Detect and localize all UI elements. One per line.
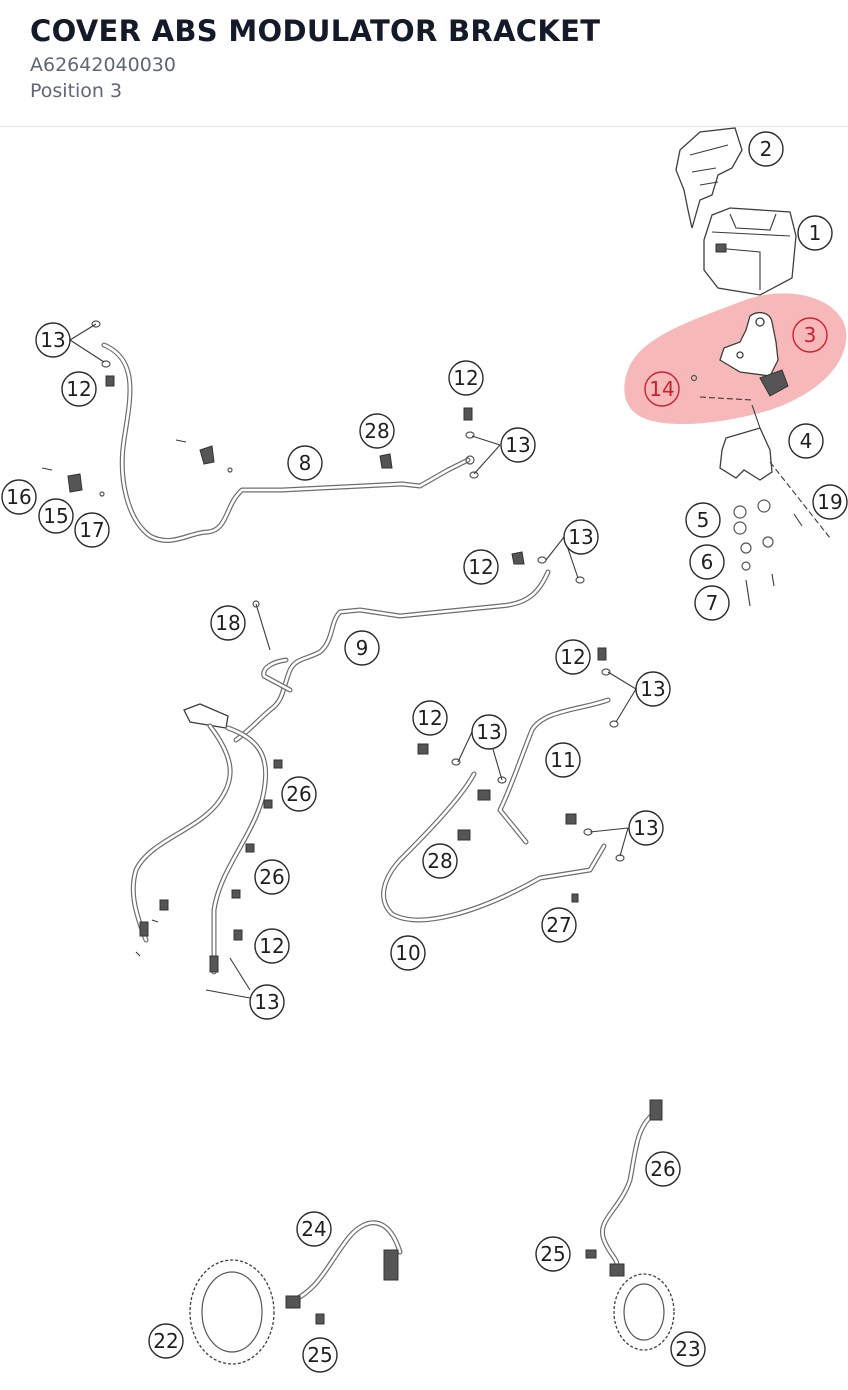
callout-14[interactable]: 14 xyxy=(644,371,680,407)
callout-25a[interactable]: 25 xyxy=(535,1236,571,1272)
svg-text:17: 17 xyxy=(79,518,104,542)
rear-sensor-wheel xyxy=(585,1099,675,1351)
callout-12b[interactable]: 12 xyxy=(448,360,484,396)
callout-4[interactable]: 4 xyxy=(788,423,824,459)
svg-text:11: 11 xyxy=(550,748,575,772)
svg-text:26: 26 xyxy=(650,1157,675,1181)
svg-text:28: 28 xyxy=(427,849,452,873)
callout-23[interactable]: 23 xyxy=(670,1331,706,1367)
callout-13c[interactable]: 13 xyxy=(563,519,599,555)
callout-22[interactable]: 22 xyxy=(148,1323,184,1359)
svg-text:13: 13 xyxy=(40,328,65,352)
callout-10[interactable]: 10 xyxy=(390,935,426,971)
callout-13e[interactable]: 13 xyxy=(471,714,507,750)
callout-3[interactable]: 3 xyxy=(792,317,828,353)
callout-25b[interactable]: 25 xyxy=(302,1337,338,1373)
cover-bracket-part-3 xyxy=(719,311,789,397)
svg-text:16: 16 xyxy=(6,485,31,509)
page-header: COVER ABS MODULATOR BRACKET A62642040030… xyxy=(0,0,848,127)
svg-text:19: 19 xyxy=(817,490,842,514)
brake-line-9 xyxy=(233,551,585,743)
svg-text:23: 23 xyxy=(675,1337,700,1361)
callout-1[interactable]: 1 xyxy=(797,215,833,251)
bracket-part-4 xyxy=(719,404,773,481)
svg-text:12: 12 xyxy=(468,555,493,579)
callout-6[interactable]: 6 xyxy=(689,544,725,580)
callout-26a[interactable]: 26 xyxy=(281,776,317,812)
svg-text:15: 15 xyxy=(43,504,68,528)
callout-13a[interactable]: 13 xyxy=(35,322,71,358)
exploded-parts-diagram: 1 2 3 14 4 19 5 6 7 13 12 16 15 17 8 28 … xyxy=(1,127,848,1373)
fastener-cluster xyxy=(690,374,831,607)
svg-text:25: 25 xyxy=(307,1343,332,1367)
callout-26b[interactable]: 26 xyxy=(254,859,290,895)
callout-9[interactable]: 9 xyxy=(344,630,380,666)
svg-text:7: 7 xyxy=(706,591,719,615)
svg-text:2: 2 xyxy=(760,137,773,161)
svg-text:4: 4 xyxy=(800,429,813,453)
svg-text:24: 24 xyxy=(301,1217,326,1241)
brake-line-8 xyxy=(41,320,479,543)
svg-text:8: 8 xyxy=(299,451,312,475)
leader-lines xyxy=(69,323,637,857)
abs-modulator-part-1 xyxy=(703,207,797,296)
callout-12c[interactable]: 12 xyxy=(463,549,499,585)
callout-15[interactable]: 15 xyxy=(38,498,74,534)
part-number: A62642040030 xyxy=(30,54,176,76)
svg-text:13: 13 xyxy=(568,525,593,549)
position-label: Position 3 xyxy=(30,80,123,102)
callout-28b[interactable]: 28 xyxy=(422,843,458,879)
svg-text:12: 12 xyxy=(259,934,284,958)
front-sensor-wheel xyxy=(189,1220,403,1365)
svg-text:5: 5 xyxy=(697,508,710,532)
page-title: COVER ABS MODULATOR BRACKET xyxy=(30,14,601,48)
svg-text:12: 12 xyxy=(560,645,585,669)
svg-text:25: 25 xyxy=(540,1242,565,1266)
front-brake-lines xyxy=(130,703,283,999)
svg-text:10: 10 xyxy=(395,941,420,965)
callout-24[interactable]: 24 xyxy=(296,1211,332,1247)
svg-text:13: 13 xyxy=(640,677,665,701)
svg-text:13: 13 xyxy=(254,990,279,1014)
svg-text:1: 1 xyxy=(809,221,822,245)
callout-12a[interactable]: 12 xyxy=(61,371,97,407)
svg-text:13: 13 xyxy=(476,720,501,744)
svg-text:12: 12 xyxy=(453,366,478,390)
callout-13d[interactable]: 13 xyxy=(635,671,671,707)
callout-7[interactable]: 7 xyxy=(694,585,730,621)
callout-28a[interactable]: 28 xyxy=(359,413,395,449)
svg-text:13: 13 xyxy=(633,816,658,840)
callout-27[interactable]: 27 xyxy=(541,907,577,943)
svg-text:6: 6 xyxy=(701,550,714,574)
callout-12e[interactable]: 12 xyxy=(412,700,448,736)
callout-11[interactable]: 11 xyxy=(545,742,581,778)
svg-text:18: 18 xyxy=(215,611,240,635)
svg-text:27: 27 xyxy=(546,913,571,937)
callout-2[interactable]: 2 xyxy=(748,131,784,167)
callout-19[interactable]: 19 xyxy=(812,484,848,520)
svg-text:22: 22 xyxy=(153,1329,178,1353)
svg-text:26: 26 xyxy=(259,865,284,889)
svg-text:12: 12 xyxy=(66,377,91,401)
svg-text:14: 14 xyxy=(649,377,674,401)
callout-13f[interactable]: 13 xyxy=(628,810,664,846)
callout-12d[interactable]: 12 xyxy=(555,639,591,675)
abs-holder-part-2 xyxy=(675,127,743,229)
callout-5[interactable]: 5 xyxy=(685,502,721,538)
svg-text:12: 12 xyxy=(417,706,442,730)
svg-text:13: 13 xyxy=(505,433,530,457)
callout-16[interactable]: 16 xyxy=(1,479,37,515)
callout-18[interactable]: 18 xyxy=(210,605,246,641)
callout-8[interactable]: 8 xyxy=(287,445,323,481)
callout-17[interactable]: 17 xyxy=(74,512,110,548)
callout-26c[interactable]: 26 xyxy=(645,1151,681,1187)
callout-13b[interactable]: 13 xyxy=(500,427,536,463)
svg-text:26: 26 xyxy=(286,782,311,806)
brake-lines-10-11 xyxy=(381,647,625,923)
callout-12f[interactable]: 12 xyxy=(254,928,290,964)
svg-text:9: 9 xyxy=(356,636,369,660)
svg-text:28: 28 xyxy=(364,419,389,443)
callout-13g[interactable]: 13 xyxy=(249,984,285,1020)
svg-text:3: 3 xyxy=(804,323,817,347)
